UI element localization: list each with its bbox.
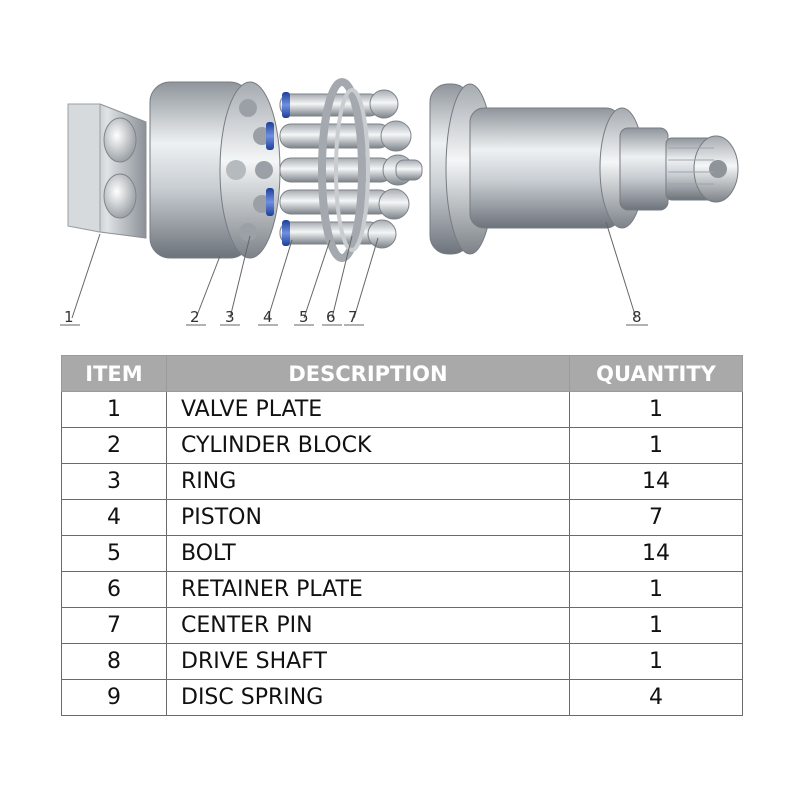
table-row: 5 BOLT 14 (61, 535, 743, 572)
cell-item: 3 (61, 463, 167, 500)
cell-quantity: 14 (569, 463, 743, 500)
callout-label-4: 4 (263, 308, 273, 326)
cell-quantity: 1 (569, 643, 743, 680)
table-row: 3 RING 14 (61, 463, 743, 500)
cell-item: 5 (61, 535, 167, 572)
cell-quantity: 1 (569, 607, 743, 644)
header-item: ITEM (61, 355, 167, 392)
cell-description: RETAINER PLATE (166, 571, 570, 608)
header-description: DESCRIPTION (166, 355, 570, 392)
table-row: 1 VALVE PLATE 1 (61, 391, 743, 428)
cell-item: 6 (61, 571, 167, 608)
cylinder-block-part (149, 81, 281, 259)
callout-label-5: 5 (299, 308, 309, 326)
callout-label-7: 7 (348, 308, 358, 326)
cell-quantity: 1 (569, 571, 743, 608)
parts-table: ITEM DESCRIPTION QUANTITY 1 VALVE PLATE … (61, 355, 743, 716)
cell-description: BOLT (166, 535, 570, 572)
cell-quantity: 14 (569, 535, 743, 572)
cell-item: 2 (61, 427, 167, 464)
cell-quantity: 4 (569, 679, 743, 716)
table-row: 9 DISC SPRING 4 (61, 679, 743, 716)
retainer-plate-part (318, 78, 423, 262)
callout-label-3: 3 (225, 308, 235, 326)
valve-plate-part (67, 103, 147, 239)
cell-description: DISC SPRING (166, 679, 570, 716)
table-row: 2 CYLINDER BLOCK 1 (61, 427, 743, 464)
leader-lines (60, 221, 648, 326)
cell-item: 4 (61, 499, 167, 536)
exploded-pump-diagram: 1 2 3 4 5 6 7 8 (0, 0, 800, 340)
table-header-row: ITEM DESCRIPTION QUANTITY (61, 355, 743, 392)
cell-quantity: 1 (569, 391, 743, 428)
cell-item: 9 (61, 679, 167, 716)
callout-label-8: 8 (632, 308, 642, 326)
cell-quantity: 1 (569, 427, 743, 464)
pump-assembly-illustration (60, 78, 739, 326)
header-quantity: QUANTITY (569, 355, 743, 392)
table-row: 8 DRIVE SHAFT 1 (61, 643, 743, 680)
callout-label-6: 6 (326, 308, 336, 326)
table-row: 6 RETAINER PLATE 1 (61, 571, 743, 608)
cell-quantity: 7 (569, 499, 743, 536)
cell-item: 8 (61, 643, 167, 680)
cell-description: RING (166, 463, 570, 500)
cell-description: DRIVE SHAFT (166, 643, 570, 680)
table-row: 4 PISTON 7 (61, 499, 743, 536)
table-row: 7 CENTER PIN 1 (61, 607, 743, 644)
cell-description: CYLINDER BLOCK (166, 427, 570, 464)
cell-description: VALVE PLATE (166, 391, 570, 428)
callout-label-1: 1 (64, 308, 74, 326)
cell-description: CENTER PIN (166, 607, 570, 644)
drive-shaft-part (429, 83, 739, 255)
cell-description: PISTON (166, 499, 570, 536)
cell-item: 7 (61, 607, 167, 644)
cell-item: 1 (61, 391, 167, 428)
callout-label-2: 2 (190, 308, 200, 326)
